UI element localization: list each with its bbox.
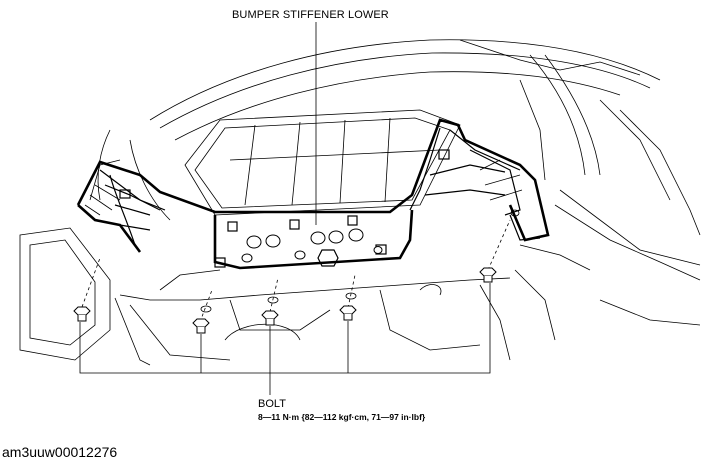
figure-id-label: am3uuw00012276	[2, 444, 118, 460]
lower-bumper-cover	[19, 227, 591, 366]
bolt-1-icon	[73, 306, 91, 322]
bolt-4-icon	[339, 305, 357, 321]
radiator-grille	[184, 109, 461, 216]
bumper-stiffener-lower	[76, 118, 550, 270]
torque-spec-label: 8—11 N·m {82—112 kgf·cm, 71—97 in·lbf}	[258, 412, 426, 422]
bolt-3-icon	[261, 310, 279, 326]
bolt-2-icon	[192, 318, 210, 334]
vehicle-body-outline	[89, 39, 701, 326]
bolts	[73, 267, 497, 334]
part-name-label: BUMPER STIFFENER LOWER	[232, 9, 389, 21]
bolt-guide-lines	[81, 209, 520, 323]
leader-lines	[79, 22, 491, 395]
bolt-5-icon	[479, 267, 497, 283]
bolt-label: BOLT	[258, 398, 286, 410]
